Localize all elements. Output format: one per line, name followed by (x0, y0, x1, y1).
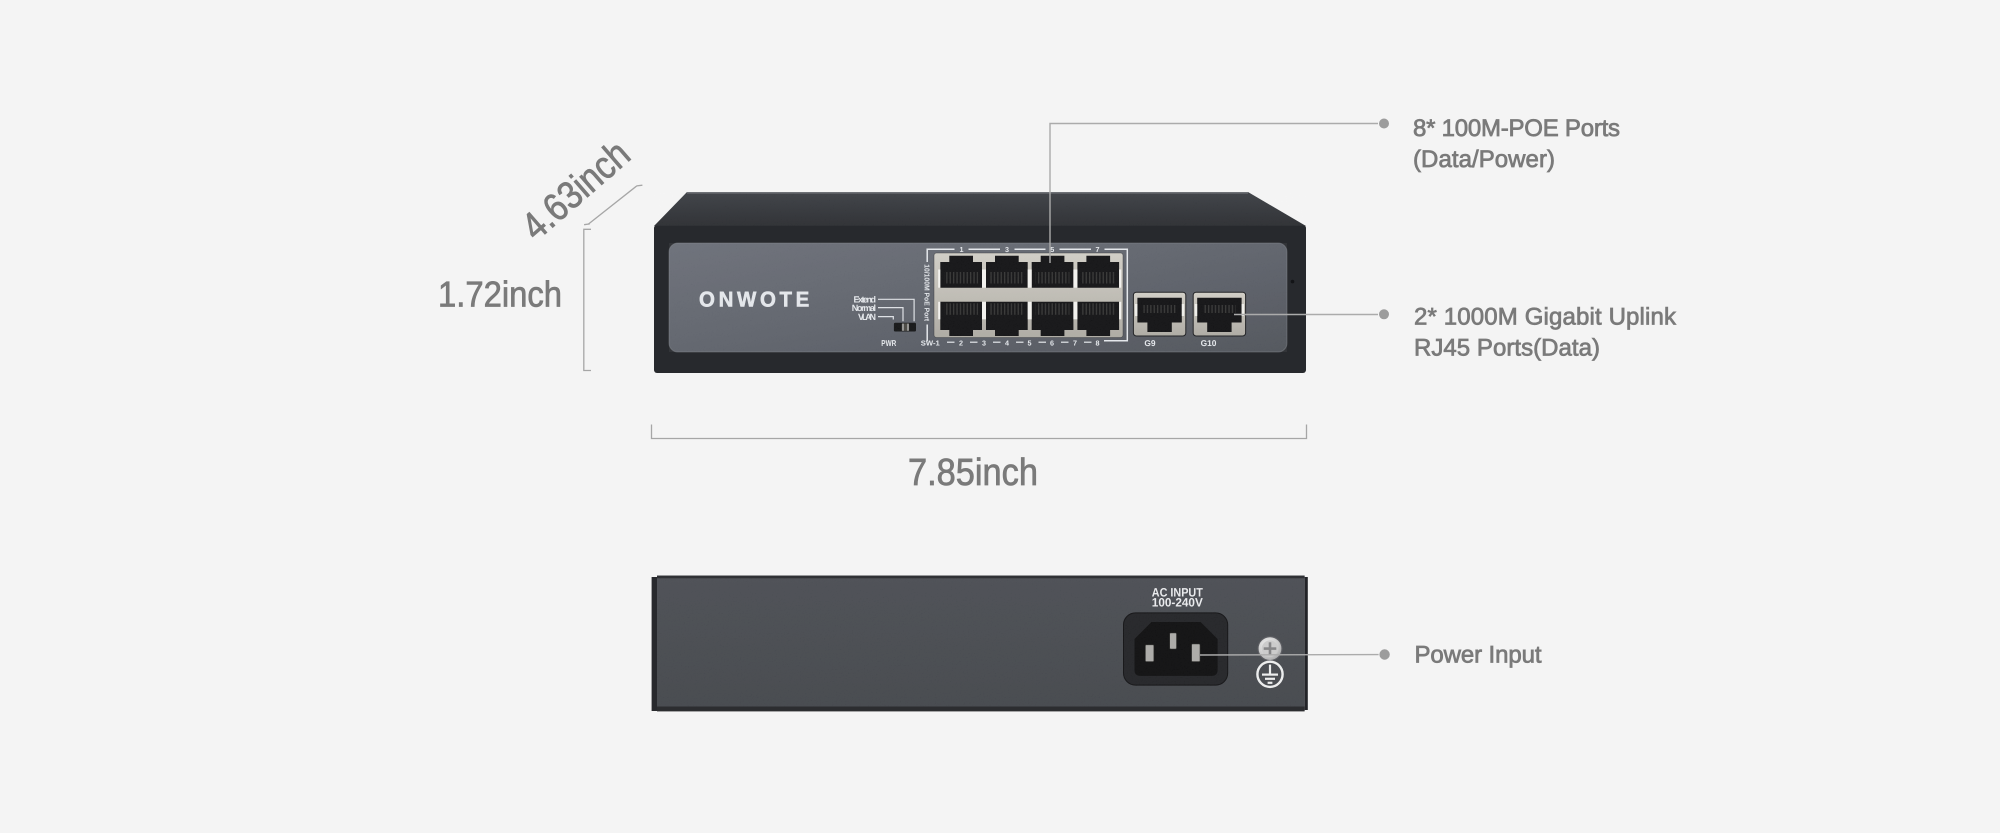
svg-text:2* 1000M Gigabit Uplink: 2* 1000M Gigabit Uplink (1414, 304, 1677, 331)
svg-text:8* 100M-POE Ports: 8* 100M-POE Ports (1413, 115, 1620, 142)
svg-text:7.85inch: 7.85inch (908, 452, 1038, 494)
svg-text:(Data/Power): (Data/Power) (1413, 146, 1555, 173)
svg-text:Power Input: Power Input (1415, 642, 1542, 669)
svg-text:RJ45 Ports(Data): RJ45 Ports(Data) (1414, 335, 1600, 362)
svg-text:1.72inch: 1.72inch (438, 274, 562, 315)
